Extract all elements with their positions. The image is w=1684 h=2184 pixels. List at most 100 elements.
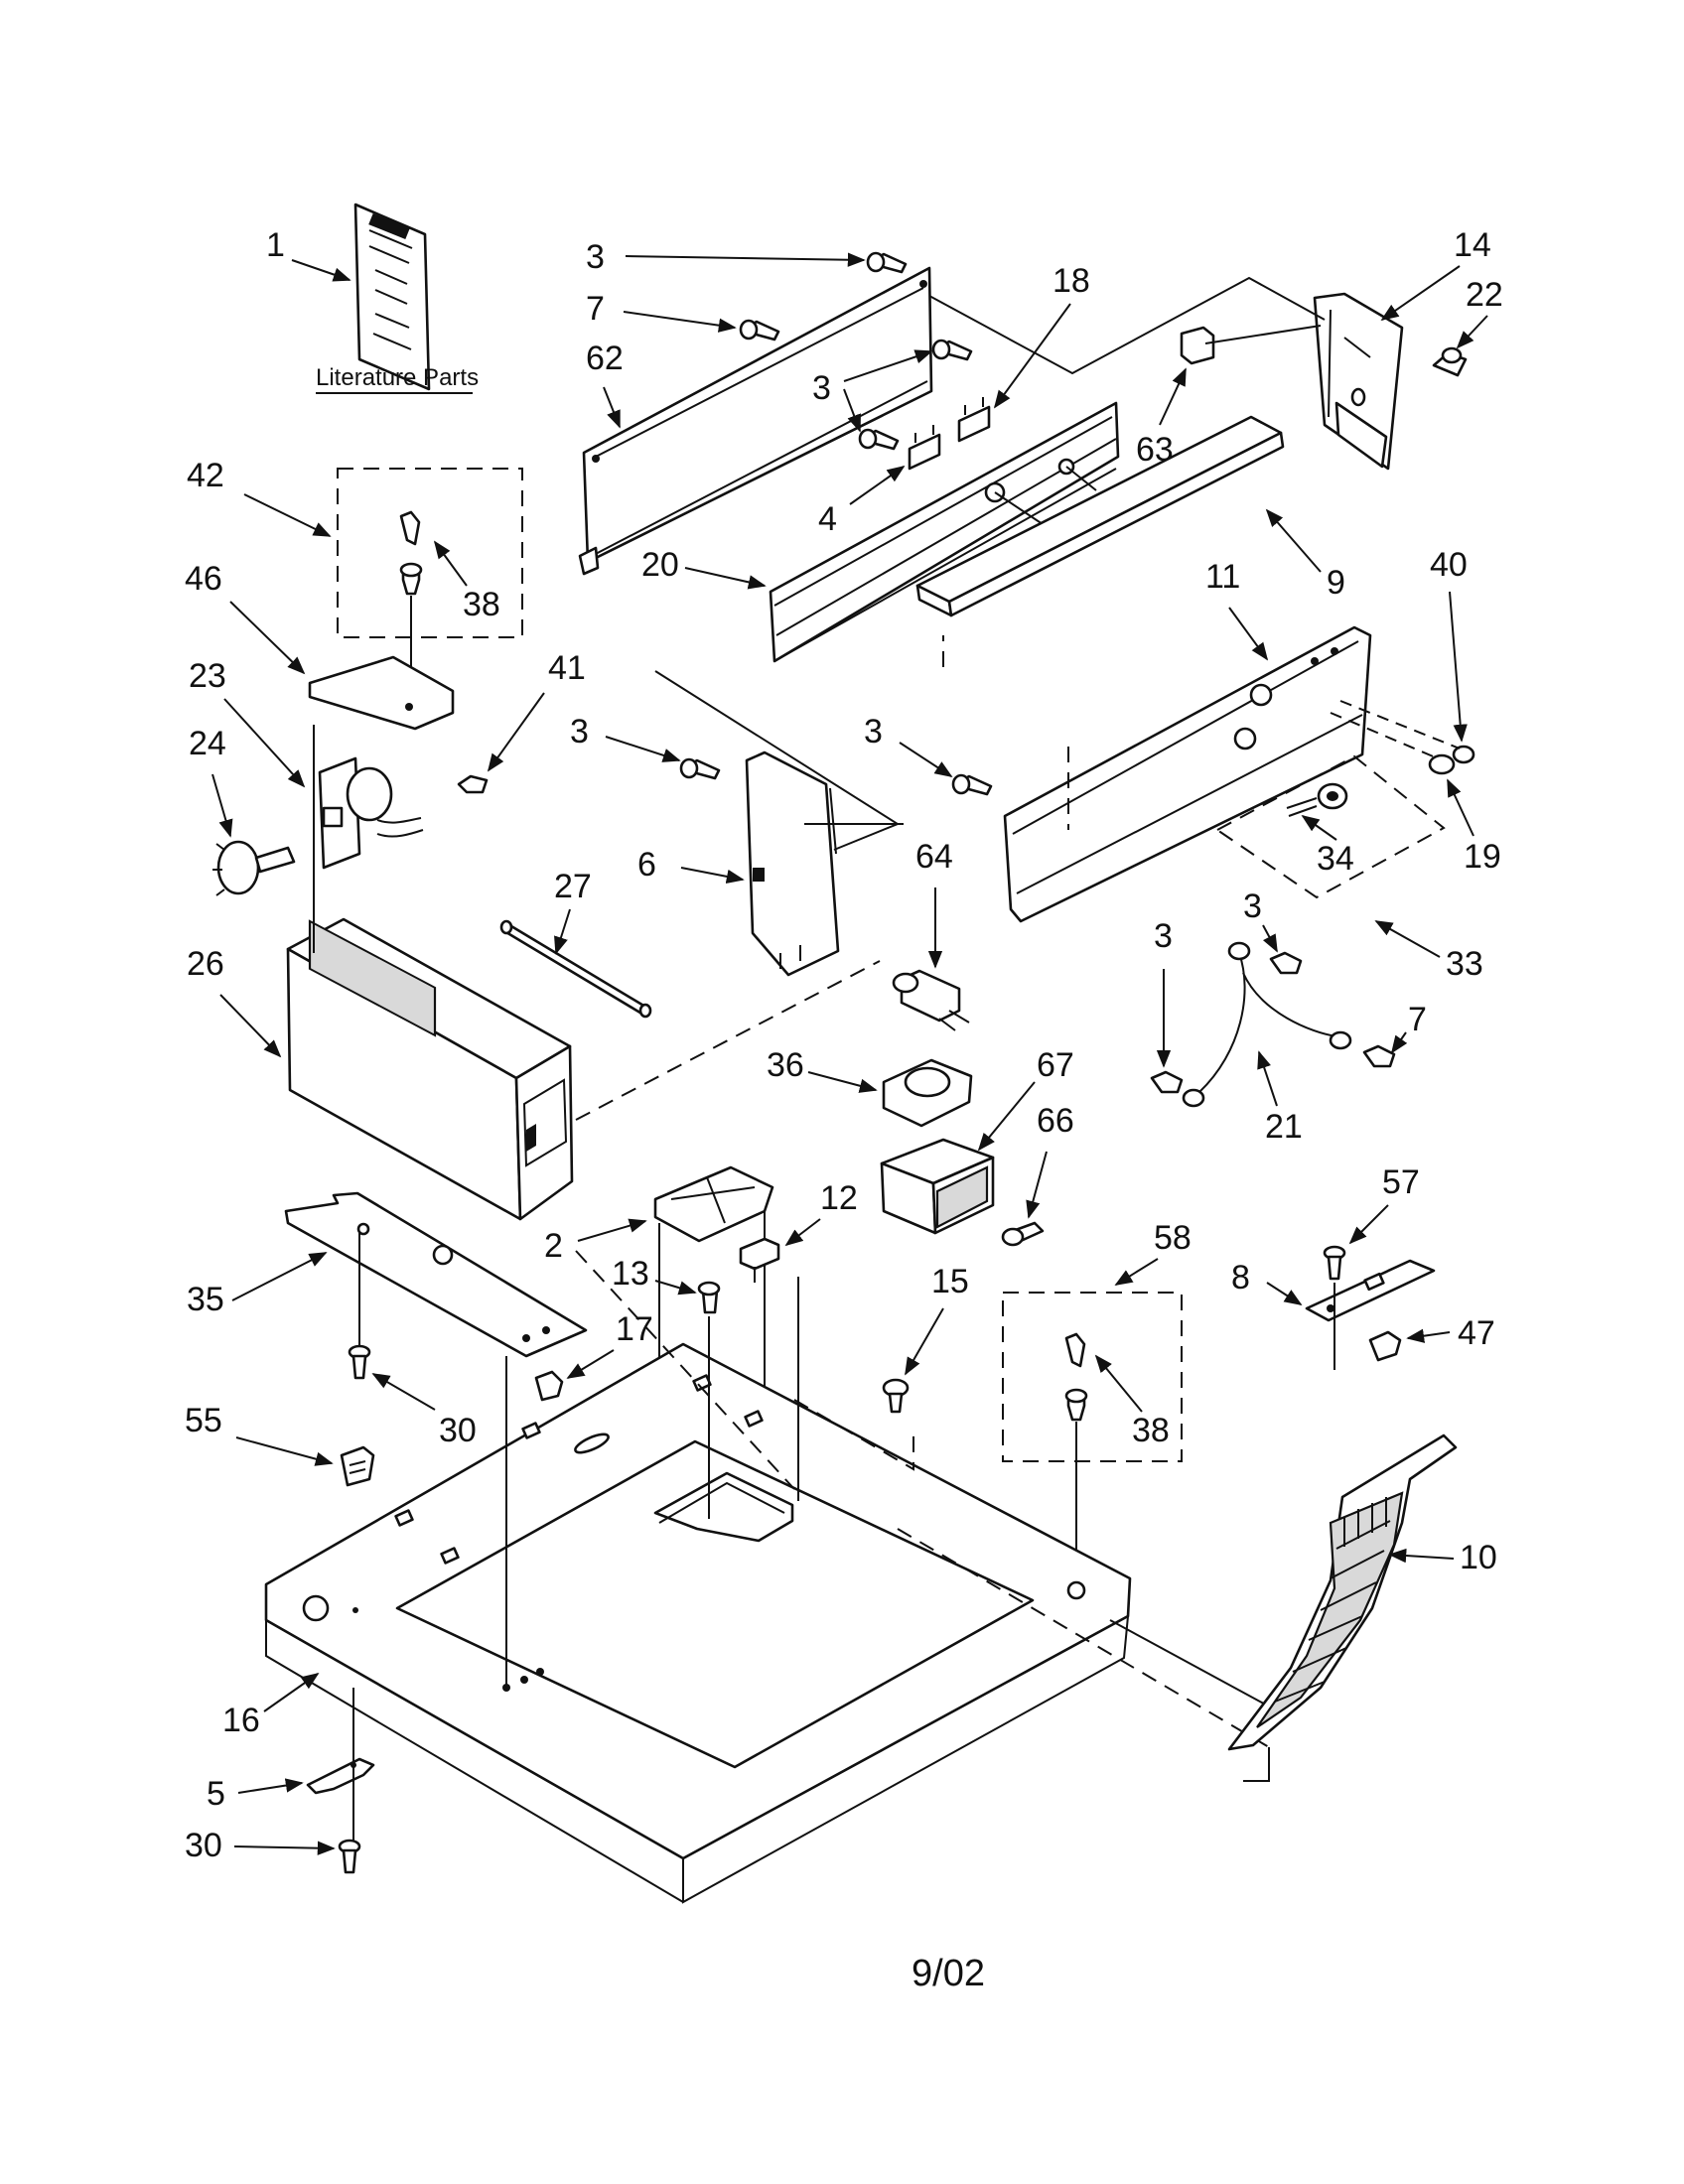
module-67 bbox=[880, 1138, 995, 1235]
lock-kit-58-box bbox=[1002, 1292, 1183, 1462]
callout-14: 14 bbox=[1454, 226, 1491, 264]
screw-41 bbox=[457, 774, 489, 794]
callout-46: 46 bbox=[185, 560, 222, 598]
strike-plate-8 bbox=[1305, 1259, 1436, 1322]
console-11 bbox=[942, 625, 1372, 923]
callout-11: 11 bbox=[1205, 558, 1240, 596]
callout-36: 36 bbox=[767, 1046, 804, 1084]
callout-3-mid-right: 3 bbox=[864, 713, 883, 751]
bracket-18 bbox=[957, 397, 991, 443]
callout-20: 20 bbox=[641, 546, 679, 584]
callout-15: 15 bbox=[931, 1263, 969, 1300]
cover-plate-46 bbox=[308, 655, 455, 731]
callout-3-mid-left: 3 bbox=[570, 713, 589, 751]
end-cap-14 bbox=[1313, 292, 1404, 471]
callout-38-right: 38 bbox=[1132, 1412, 1170, 1449]
screw-30-upper bbox=[348, 1233, 371, 1380]
callout-5: 5 bbox=[207, 1775, 225, 1813]
timer-23 bbox=[318, 756, 424, 870]
callout-3-pair: 3 bbox=[812, 369, 831, 407]
callout-67: 67 bbox=[1037, 1046, 1074, 1084]
lint-cup-36 bbox=[882, 1058, 973, 1128]
callout-34: 34 bbox=[1317, 840, 1354, 878]
callout-3-wire-a: 3 bbox=[1243, 887, 1262, 925]
screw-30-lower bbox=[338, 1839, 361, 1874]
control-housing-26 bbox=[286, 725, 574, 1221]
screw-15 bbox=[882, 1378, 910, 1414]
callout-64: 64 bbox=[915, 838, 953, 876]
screw-3-mid-left bbox=[679, 757, 721, 780]
screw-22 bbox=[1432, 346, 1468, 377]
screw-40 bbox=[1452, 745, 1475, 764]
callout-57: 57 bbox=[1382, 1163, 1420, 1201]
date-code: 9/02 bbox=[912, 1953, 985, 1994]
callout-1: 1 bbox=[266, 226, 285, 264]
knob-34 bbox=[1286, 782, 1348, 817]
literature-parts-label: Literature Parts bbox=[316, 364, 479, 391]
console-rail-20 bbox=[769, 401, 1120, 663]
callout-10: 10 bbox=[1460, 1539, 1497, 1576]
callout-30-upper: 30 bbox=[439, 1412, 477, 1449]
callout-47: 47 bbox=[1458, 1314, 1495, 1352]
switch-64 bbox=[892, 969, 970, 1031]
top-panel-16 bbox=[264, 1250, 1272, 1904]
callout-30-lower: 30 bbox=[185, 1827, 222, 1864]
screw-3-top bbox=[866, 251, 908, 274]
callout-35: 35 bbox=[187, 1281, 224, 1318]
callout-4: 4 bbox=[818, 500, 837, 538]
callout-19: 19 bbox=[1464, 838, 1501, 876]
screw-19 bbox=[1330, 700, 1461, 775]
callout-18: 18 bbox=[1052, 262, 1090, 300]
grille-10 bbox=[1227, 1433, 1458, 1751]
callout-12: 12 bbox=[820, 1179, 858, 1217]
callout-7-wire: 7 bbox=[1408, 1001, 1427, 1038]
bracket-12 bbox=[739, 1237, 780, 1283]
screw-13 bbox=[697, 1281, 721, 1314]
callout-62: 62 bbox=[586, 340, 624, 377]
callout-7-top: 7 bbox=[586, 290, 605, 328]
ground-wire-21 bbox=[1150, 941, 1396, 1108]
bolt-55 bbox=[340, 1445, 375, 1487]
bracket-4 bbox=[908, 425, 941, 471]
clip-17 bbox=[534, 1370, 564, 1402]
rod-27 bbox=[499, 919, 652, 1019]
screw-57 bbox=[1323, 1245, 1346, 1370]
callout-38-top: 38 bbox=[463, 586, 500, 623]
knob-24 bbox=[212, 840, 296, 896]
callout-40: 40 bbox=[1430, 546, 1468, 584]
callout-8: 8 bbox=[1231, 1259, 1250, 1297]
callout-33: 33 bbox=[1446, 945, 1483, 983]
callout-21: 21 bbox=[1265, 1108, 1303, 1146]
rear-panel-62 bbox=[578, 266, 933, 576]
screw-3-mid-right bbox=[951, 773, 993, 796]
callout-26: 26 bbox=[187, 945, 224, 983]
callout-42: 42 bbox=[187, 457, 224, 494]
callout-41: 41 bbox=[548, 649, 586, 687]
callout-3-wire-b: 3 bbox=[1154, 917, 1173, 955]
callout-16: 16 bbox=[222, 1702, 260, 1739]
clip-63 bbox=[1180, 326, 1215, 365]
callout-66: 66 bbox=[1037, 1102, 1074, 1140]
cover-9 bbox=[915, 415, 1285, 617]
callout-22: 22 bbox=[1466, 276, 1503, 314]
bracket-6 bbox=[745, 751, 840, 977]
callout-13: 13 bbox=[612, 1255, 649, 1293]
callout-58: 58 bbox=[1154, 1219, 1192, 1257]
callout-3-top: 3 bbox=[586, 238, 605, 276]
screw-7-top bbox=[739, 319, 780, 341]
callout-24: 24 bbox=[189, 725, 226, 762]
callout-27: 27 bbox=[554, 868, 592, 905]
lock-key-38-right bbox=[1064, 1332, 1088, 1582]
callout-6: 6 bbox=[637, 846, 656, 884]
literature-booklet bbox=[353, 203, 431, 391]
clip-47 bbox=[1368, 1330, 1402, 1362]
door-pad-2 bbox=[653, 1165, 774, 1469]
hinge-strip-35 bbox=[284, 1191, 588, 1358]
key-66 bbox=[1001, 1221, 1045, 1247]
callout-9: 9 bbox=[1327, 564, 1345, 602]
lock-kit-42-box bbox=[337, 468, 523, 638]
screw-3-pair bbox=[858, 339, 973, 451]
callout-23: 23 bbox=[189, 657, 226, 695]
callout-2: 2 bbox=[544, 1227, 563, 1265]
